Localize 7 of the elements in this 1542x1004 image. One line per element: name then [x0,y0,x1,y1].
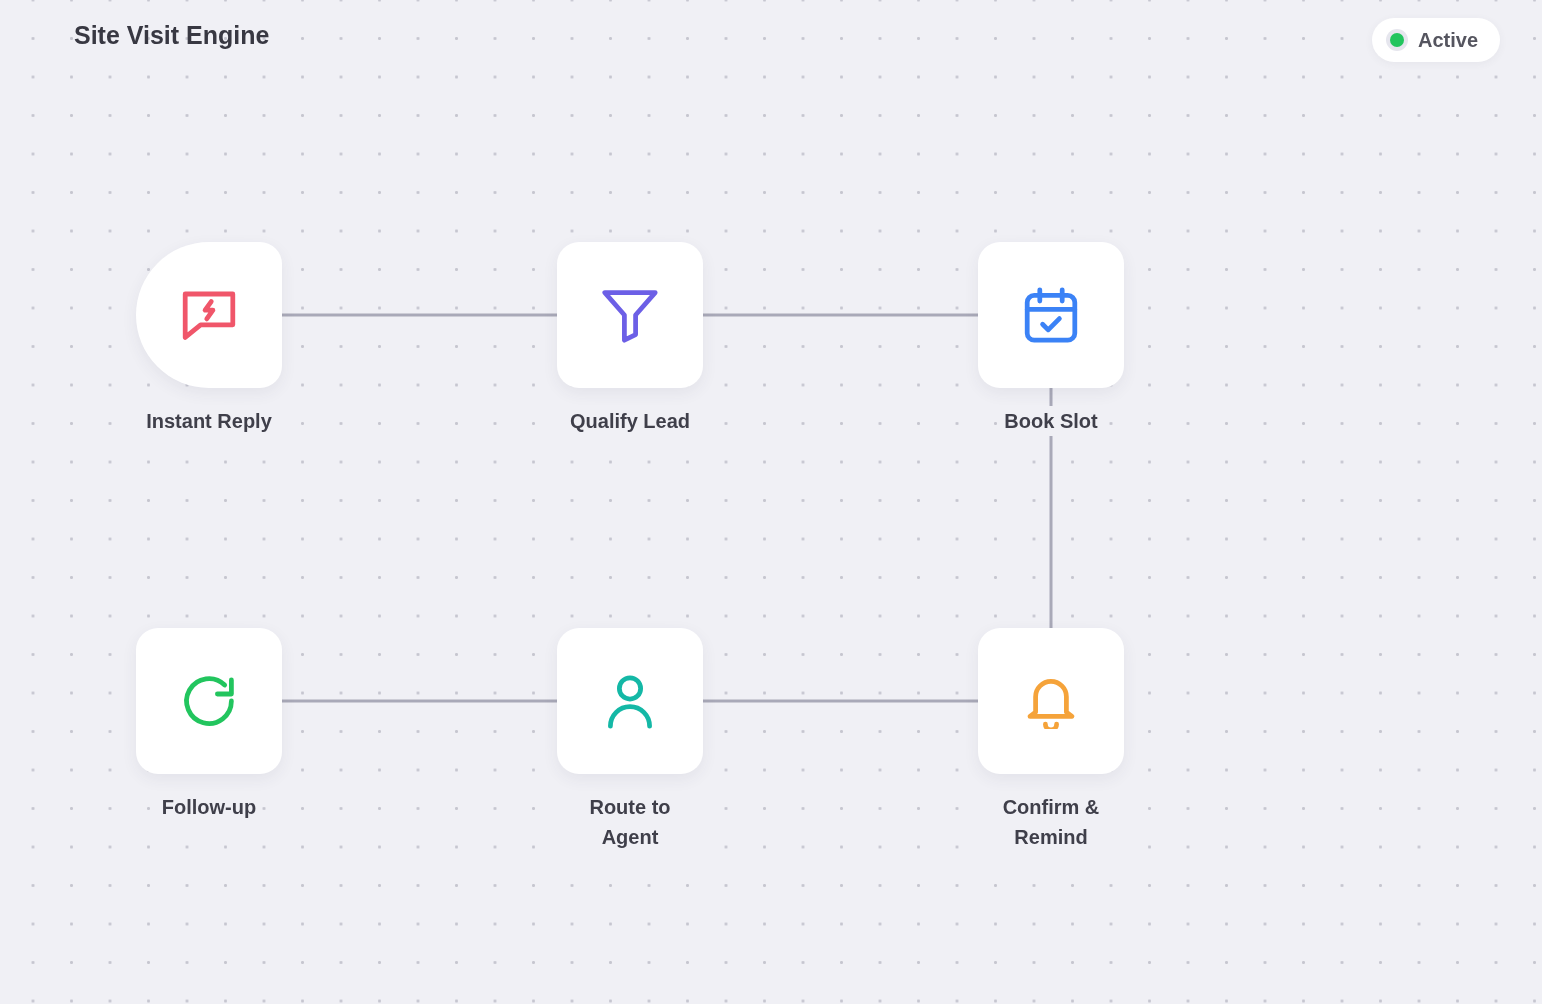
connector-line [282,699,557,703]
connector-line [703,699,978,703]
connector-line [282,313,557,317]
status-text: Active [1418,28,1479,52]
connector-line [1049,388,1053,628]
page-title: Site Visit Engine [74,20,270,51]
connector-line [703,313,978,317]
